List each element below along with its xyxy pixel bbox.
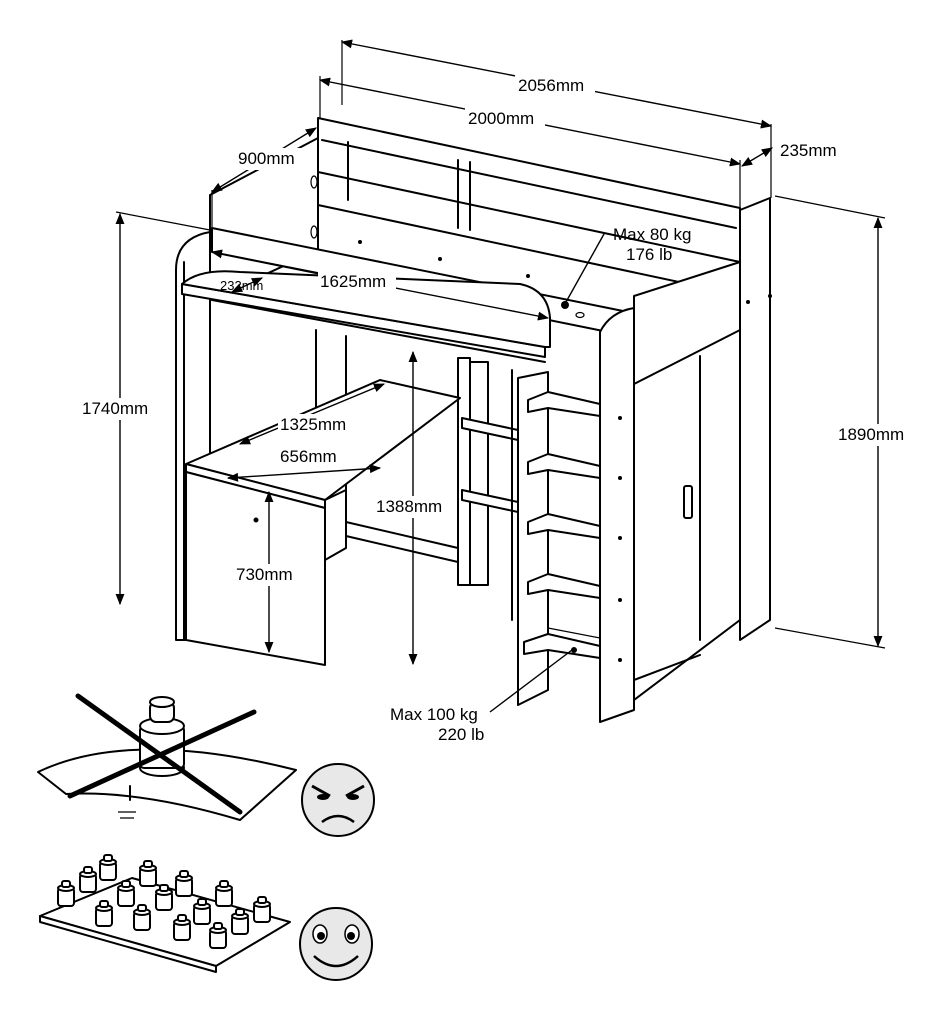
- label-1625: 1625mm: [320, 272, 386, 291]
- distributed-weights-icon: [39, 854, 291, 973]
- dimension-labels: 2056mm 2000mm 900mm 235mm 1890mm 1740mm …: [80, 74, 918, 744]
- crossed-out-single-weight-icon: [37, 693, 297, 821]
- angry-face-icon: [301, 763, 375, 837]
- label-1325: 1325mm: [280, 415, 346, 434]
- label-1388: 1388mm: [376, 497, 442, 516]
- label-730: 730mm: [236, 565, 293, 584]
- label-2056: 2056mm: [518, 76, 584, 95]
- label-232: 232mm: [220, 278, 263, 293]
- ladder-load-kg: Max 100 kg: [390, 705, 478, 724]
- label-900: 900mm: [238, 149, 295, 168]
- label-1740: 1740mm: [82, 399, 148, 418]
- label-656: 656mm: [280, 447, 337, 466]
- label-2000: 2000mm: [468, 109, 534, 128]
- bed-load-lb: 176 lb: [626, 245, 672, 264]
- happy-face-icon: [299, 907, 373, 981]
- ladder-load-lb: 220 lb: [438, 725, 484, 744]
- loft-bed-drawing: [175, 117, 772, 723]
- label-1890: 1890mm: [838, 425, 904, 444]
- label-235: 235mm: [780, 141, 837, 160]
- bed-load-kg: Max 80 kg: [613, 225, 691, 244]
